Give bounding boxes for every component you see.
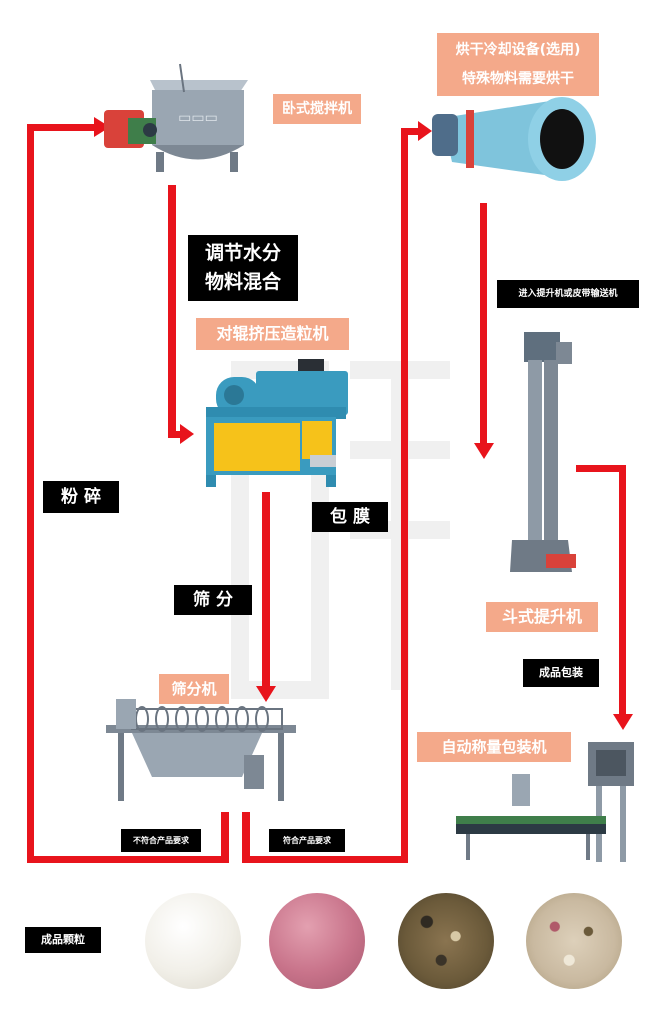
flow-line-right-up [401,128,408,863]
flow-line-reject-down [221,812,229,862]
arrow-head-elevator [474,443,494,459]
reject-label: 不符合产品要求 [121,829,201,852]
flow-line-packer-down [619,465,626,717]
dryer-label-line1: 烘干冷却设备(选用) [455,42,581,58]
flow-line-to-dryer [401,128,421,135]
arrow-head-screener [256,686,276,702]
flow-line-dryer-down [480,203,487,446]
rotary-screener-image [102,695,302,805]
adjust-moisture-label: 调节水分 物料混合 [188,235,298,301]
mixed-light-granules-sample [526,893,622,989]
flow-line-to-granulator [168,431,184,438]
flow-line-accept-right [242,856,408,863]
conveyor-label: 进入提升机或皮带输送机 [497,280,639,308]
crush-label: 粉 碎 [43,481,119,513]
packing-machine-image [446,740,646,865]
bucket-elevator-image [508,328,580,583]
packing-step-label: 成品包装 [523,659,599,687]
flow-line-accept-down [242,812,250,862]
screener-label: 筛分机 [159,674,229,704]
white-granules-sample [145,893,241,989]
flow-line-mixer-down [168,185,176,438]
flow-line-left-up [27,124,34,863]
accept-label: 符合产品要求 [269,829,345,852]
screen-step-label: 筛 分 [174,585,252,615]
mixer-label: 卧式搅拌机 [273,94,361,124]
flow-line-elevator-right [576,465,626,472]
svg-text:▭▭▭: ▭▭▭ [178,110,218,126]
roller-granulator-image [198,355,353,490]
adjust-moisture-line2: 物料混合 [204,271,281,293]
packer-label: 自动称量包装机 [417,732,571,762]
flow-line-to-mixer [27,124,97,131]
granules-label: 成品颗粒 [25,927,101,953]
elevator-label: 斗式提升机 [486,602,598,632]
horizontal-mixer-image: ▭▭▭ [100,62,250,177]
granulator-label: 对辊挤压造粒机 [196,318,349,350]
pink-granules-sample [269,893,365,989]
dryer-label-line2: 特殊物料需要烘干 [462,71,574,87]
flow-line-bottom-left [27,856,229,863]
rotary-dryer-image [428,92,603,192]
dryer-label: 烘干冷却设备(选用) 特殊物料需要烘干 [437,33,599,96]
arrow-head-packer [613,714,633,730]
arrow-head-dryer [418,121,432,141]
coating-label: 包 膜 [312,502,388,532]
flow-line-granulator-down [262,492,270,688]
adjust-moisture-line1: 调节水分 [204,242,281,264]
arrow-head-granulator [180,424,194,444]
watermark [200,330,470,710]
mixed-dark-granules-sample [398,893,494,989]
